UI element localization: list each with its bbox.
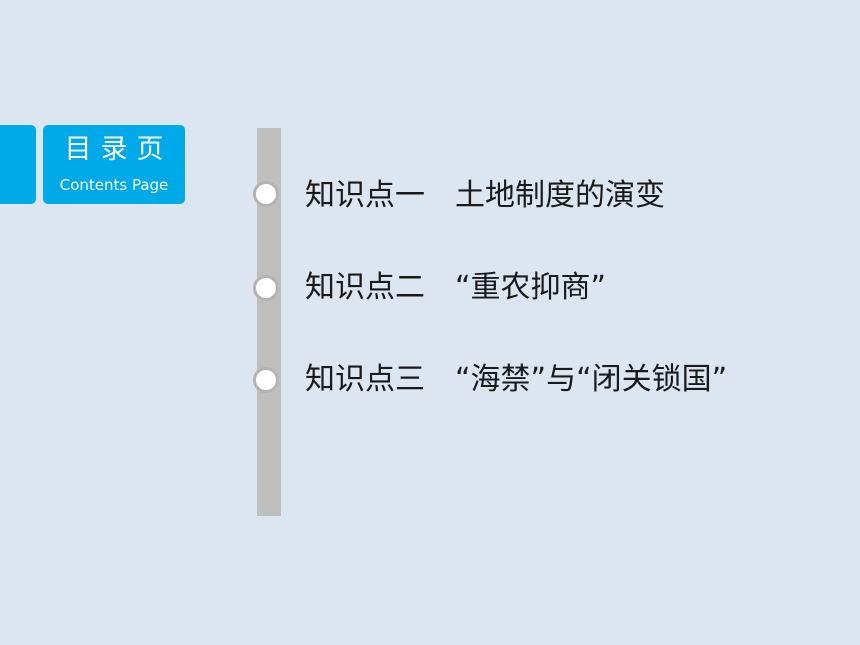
badge-title: 目录页 — [64, 134, 173, 165]
toc-item-3[interactable]: 知识点三 “海禁”与“闭关锁国” — [305, 362, 728, 397]
toc-item-1[interactable]: 知识点一 土地制度的演变 — [305, 178, 665, 213]
contents-badge: 目录页 Contents Page — [43, 125, 185, 204]
toc-item-2[interactable]: 知识点二 “重农抑商” — [305, 270, 607, 305]
timeline-node-1 — [253, 181, 279, 207]
side-tab-decoration — [0, 125, 36, 204]
timeline-node-2 — [253, 275, 279, 301]
timeline-node-3 — [253, 367, 279, 393]
badge-subtitle: Contents Page — [59, 176, 169, 194]
